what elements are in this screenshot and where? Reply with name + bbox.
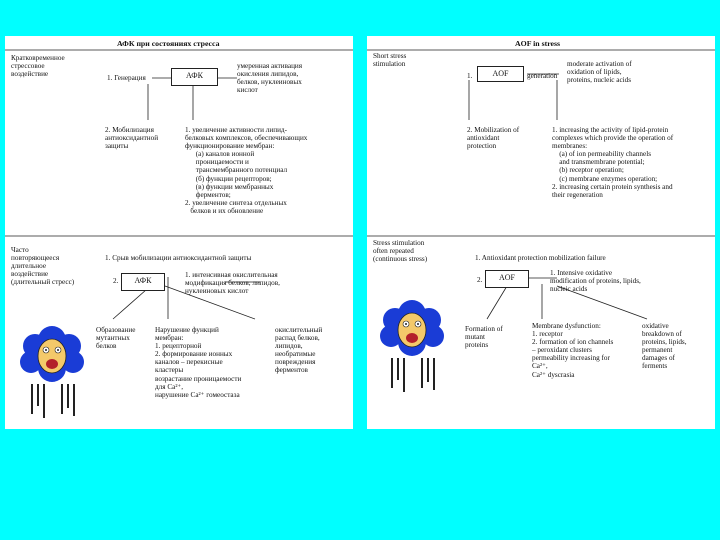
intensive-modification-text: 1. интенсивная окислительная модификация… bbox=[185, 271, 280, 295]
intensive-modification-text: 1. Intensive oxidative modification of p… bbox=[550, 269, 641, 293]
membrane-dysfunction-text: Membrane dysfunction: 1. receptor 2. for… bbox=[532, 322, 613, 379]
membrane-activity-text: 1. увеличение активности липид- белковых… bbox=[185, 126, 307, 215]
oxidation-text: moderate activation of oxidation of lipi… bbox=[567, 60, 632, 84]
mobilization-step: 2. Мобилизация антиоксидантной защиты bbox=[105, 126, 158, 150]
mobilization-step: 2. Mobilization of antioxidant protectio… bbox=[467, 126, 519, 150]
membrane-activity-text: 1. increasing the activity of lipid-prot… bbox=[552, 126, 673, 199]
short-stress-label: Short stress stimulation bbox=[373, 52, 406, 68]
cloud-face-icon bbox=[17, 324, 87, 424]
generation-step: 1. Генерация bbox=[107, 74, 146, 82]
step-2-label: 2. bbox=[477, 276, 482, 284]
oxidative-breakdown-text: oxidative breakdown of proteins, lipids,… bbox=[642, 322, 687, 371]
short-stress-label: Кратковременное стрессовое воздействие bbox=[11, 54, 65, 78]
afk-box: АФК bbox=[171, 68, 218, 86]
membrane-dysfunction-text: Нарушение функций мембран: 1. рецепторно… bbox=[155, 326, 241, 399]
repeated-stress-label: Часто повторяющееся длительное воздейств… bbox=[11, 246, 74, 286]
russian-diagram-panel: АФК при состояниях стресса Кратковременн… bbox=[5, 36, 353, 429]
repeated-stress-label: Stress stimulation often repeated (conti… bbox=[373, 239, 427, 263]
mutant-proteins-text: Образование мутантных белков bbox=[96, 326, 135, 350]
mutant-proteins-text: Formation of mutant proteins bbox=[465, 325, 503, 349]
oxidation-text: умеренная активация окисления липидов, б… bbox=[237, 62, 302, 94]
generation-text: generation bbox=[527, 72, 557, 80]
cloud-face-icon bbox=[377, 298, 447, 398]
afk-box-2: АФК bbox=[121, 273, 165, 291]
diagram-title: АФК при состояниях стресса bbox=[117, 40, 219, 48]
step-2-label: 2. bbox=[113, 277, 118, 285]
aof-box: AOF bbox=[477, 66, 524, 82]
step-1-label: 1. bbox=[467, 72, 472, 80]
diagram-title: AOF in stress bbox=[515, 40, 560, 48]
english-diagram-panel: AOF in stress Short stress stimulation 1… bbox=[367, 36, 715, 429]
protection-failure-text: 1. Срыв мобилизации антиоксидантной защи… bbox=[105, 254, 251, 262]
oxidative-breakdown-text: окислительный распад белков, липидов, не… bbox=[275, 326, 322, 375]
protection-failure-text: 1. Antioxidant protection mobilization f… bbox=[475, 254, 606, 262]
aof-box-2: AOF bbox=[485, 270, 529, 288]
